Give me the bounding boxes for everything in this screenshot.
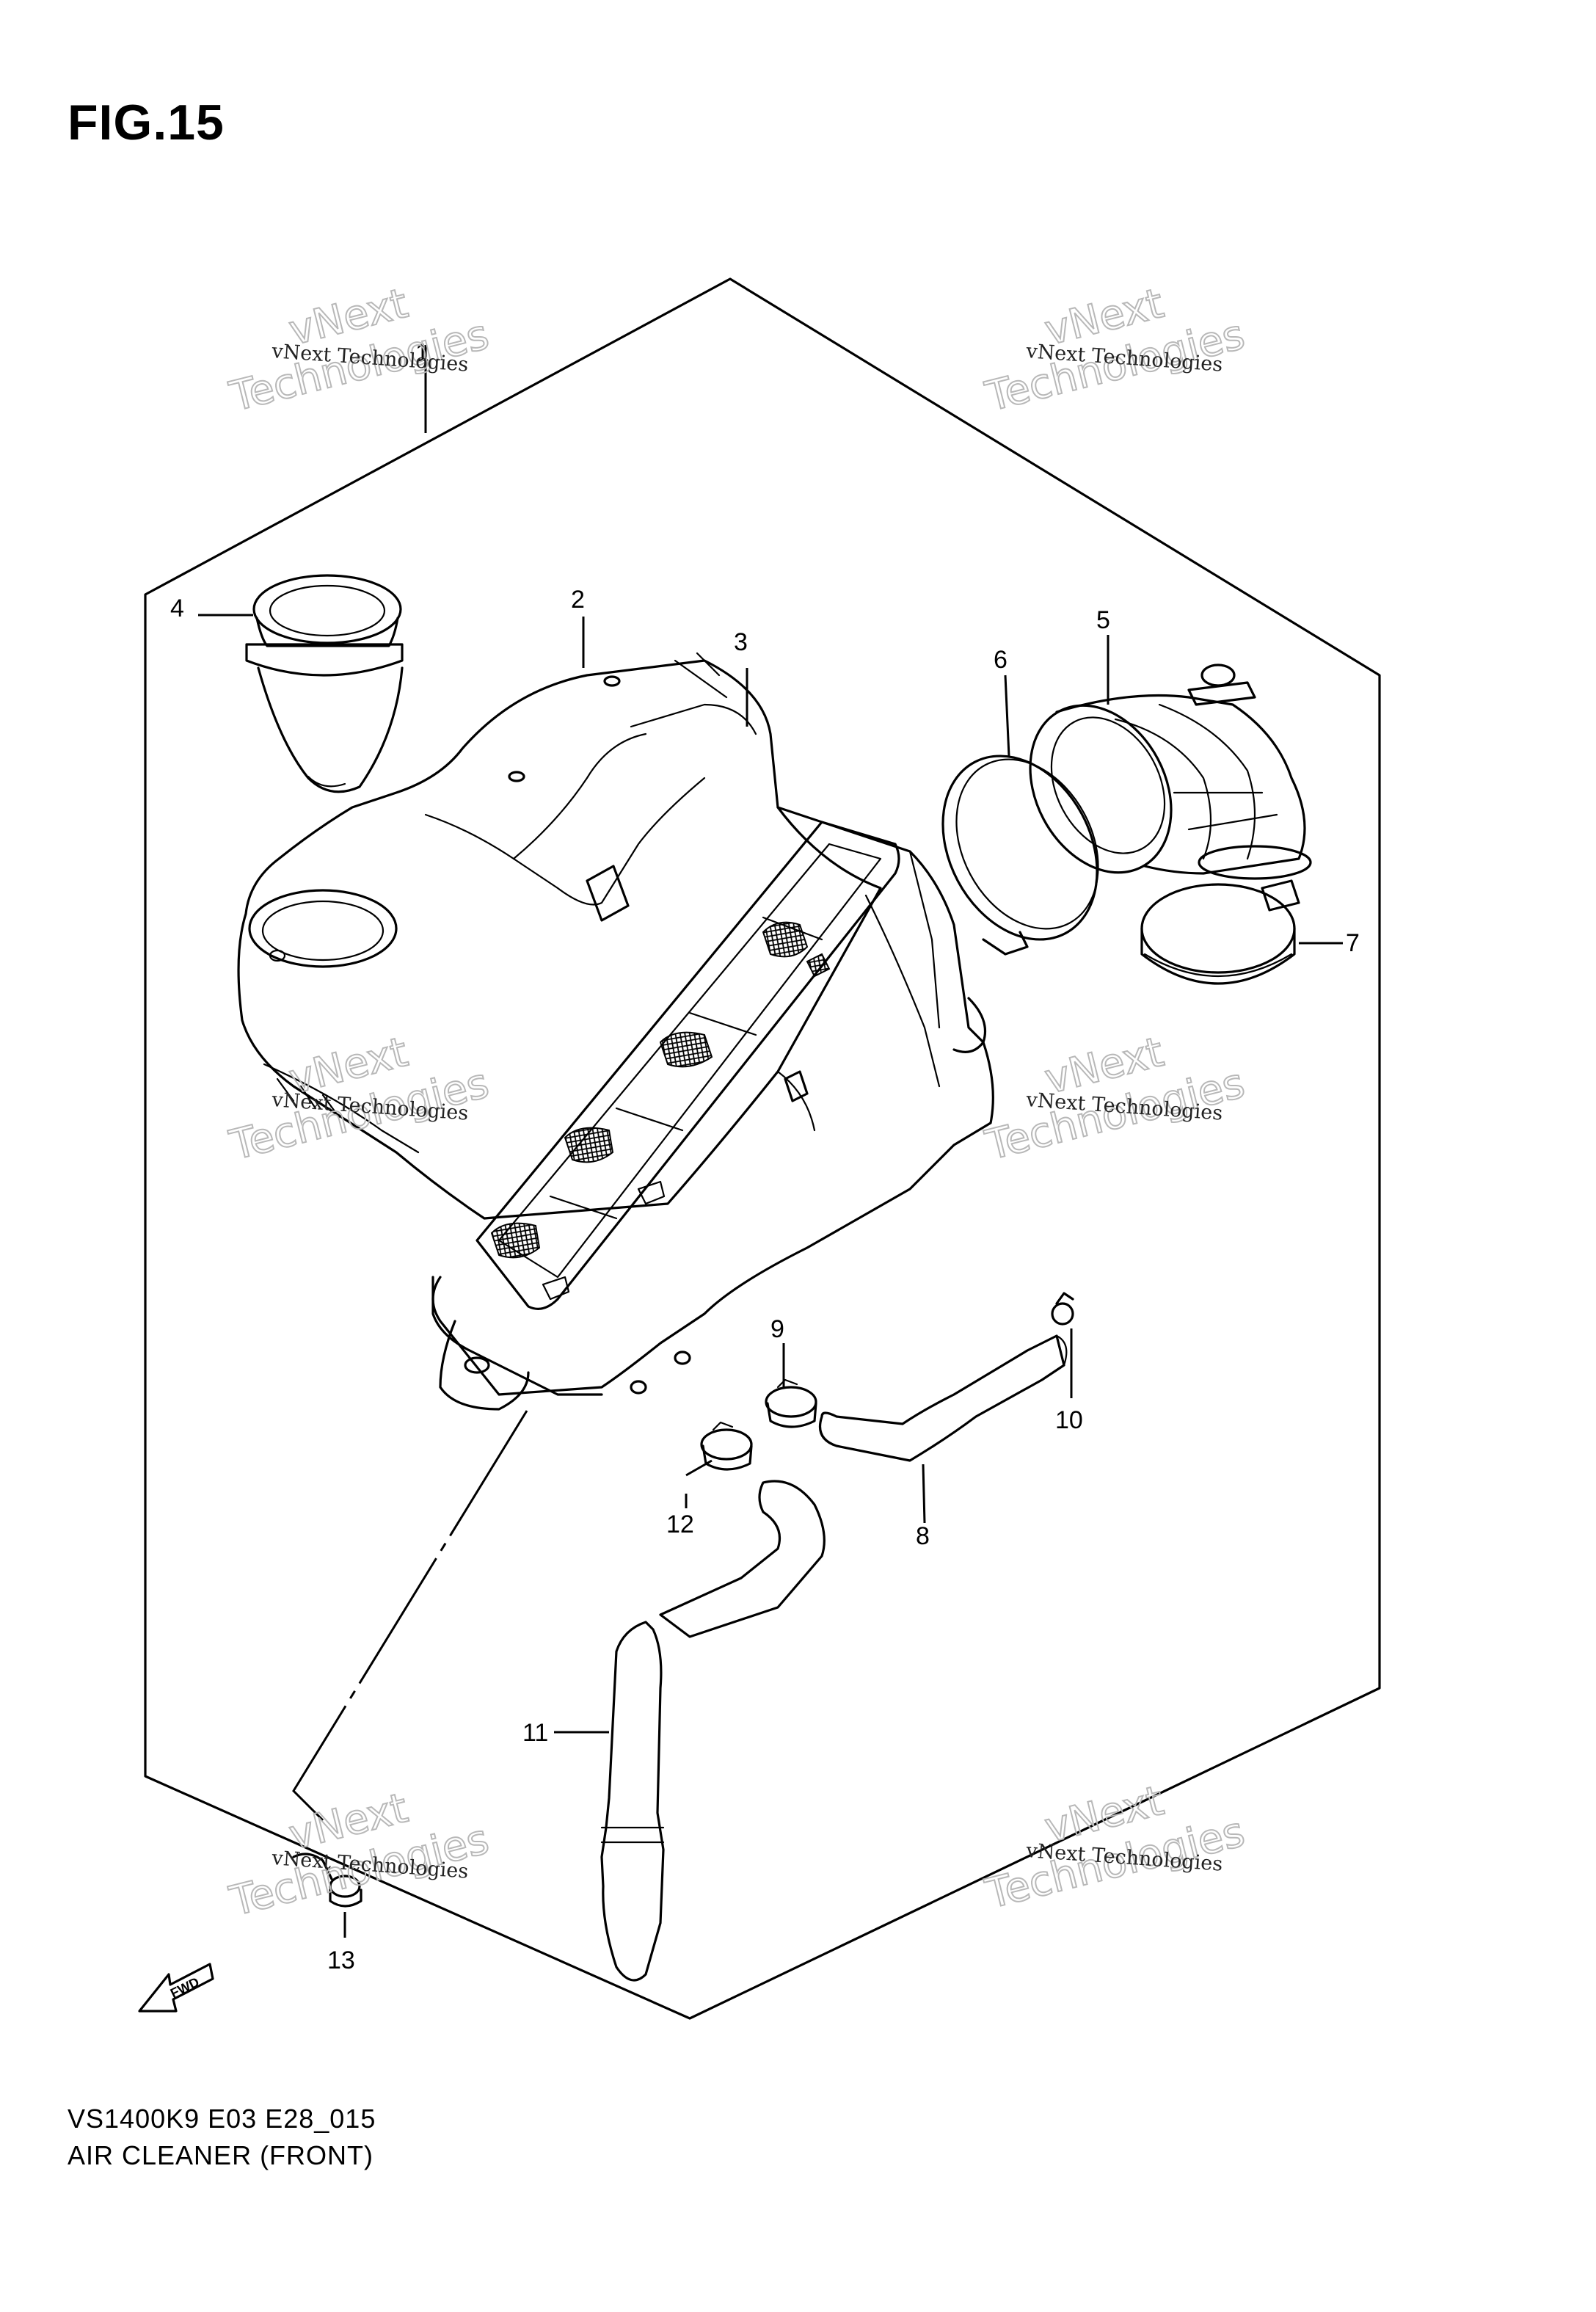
part-4-intake-funnel	[245, 574, 404, 793]
part-9-hose-clamp	[765, 1378, 817, 1428]
callout-11: 11	[522, 1719, 548, 1747]
part-5-intake-duct	[1029, 664, 1312, 880]
watermark-bottom-right: vNext Technologies vNext Technologies	[980, 1776, 1250, 1919]
part-8-hose	[818, 1334, 1068, 1462]
callout-3: 3	[734, 628, 748, 656]
watermark-top-left: vNext Technologies vNext Technologies	[225, 279, 495, 422]
leader-lines	[198, 345, 1343, 1938]
part-2-air-cleaner-cover	[237, 652, 882, 1220]
figure-title: FIG.15	[68, 95, 225, 150]
callout-6: 6	[994, 646, 1007, 674]
callout-10: 10	[1055, 1406, 1083, 1434]
drain-link-line	[292, 1410, 528, 1822]
callout-13: 13	[327, 1946, 355, 1974]
watermark-middle-right: vNext Technologies vNext Technologies	[980, 1028, 1250, 1171]
callout-1: 1	[415, 339, 429, 367]
callout-9: 9	[770, 1315, 784, 1343]
callout-2: 2	[571, 586, 585, 614]
part-7-rubber-ring	[1140, 879, 1300, 985]
watermark-middle-left: vNext Technologies vNext Technologies	[225, 1028, 495, 1171]
callout-8: 8	[916, 1522, 930, 1550]
fwd-direction-arrow: FWD	[138, 1963, 214, 2013]
watermark-top-right: vNext Technologies vNext Technologies	[980, 279, 1250, 422]
callout-4: 4	[170, 595, 184, 622]
callout-12: 12	[666, 1511, 694, 1538]
watermark-bottom-left: vNext Technologies vNext Technologies	[225, 1784, 495, 1927]
diagram-description: AIR CLEANER (FRONT)	[68, 2140, 374, 2170]
callout-labels: 1 2 3 4 5 6 7 8 9 10 11 12 13	[170, 339, 1360, 1974]
filter-element-frame	[475, 821, 900, 1310]
callout-5: 5	[1096, 606, 1110, 634]
callout-7: 7	[1346, 929, 1360, 957]
part-3-air-cleaner-case	[431, 806, 994, 1411]
part-13-drain-plug	[292, 1853, 362, 1908]
assembly-boundary-outline	[144, 277, 1381, 2020]
part-6-clamp-band	[941, 755, 1099, 956]
part-10-clip	[1051, 1292, 1074, 1326]
part-11-drain-hose	[600, 1480, 826, 1982]
diagram-code: VS1400K9 E03 E28_015	[68, 2104, 376, 2134]
